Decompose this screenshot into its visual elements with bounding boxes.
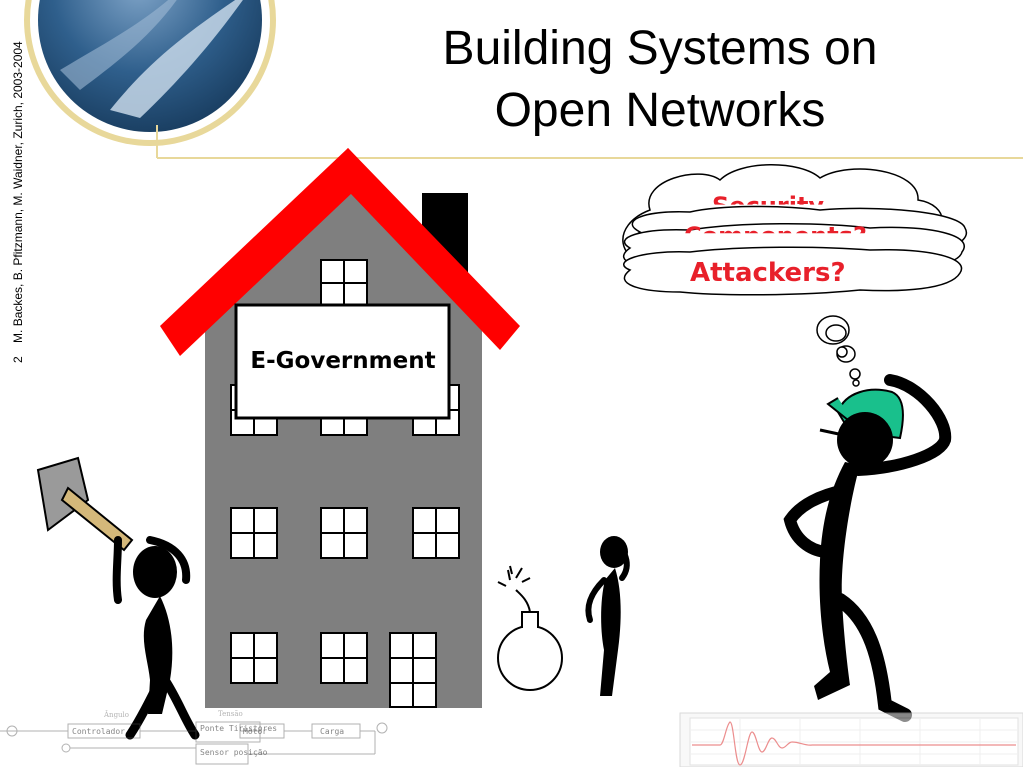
small-person-icon xyxy=(585,536,630,696)
cloud-text-attackers: Attackers? xyxy=(690,258,846,288)
diagram-labels: Controlador Ponte Tiristores Motor Carga… xyxy=(72,724,344,757)
diagram-label-ponte: Ponte Tiristores xyxy=(200,724,277,733)
page-number: 2 xyxy=(11,356,25,363)
svg-text:Ângulo: Ângulo xyxy=(103,710,129,719)
header-divider xyxy=(156,125,1023,159)
cloud-text-security: Security xyxy=(712,192,824,205)
person-with-hammer-icon xyxy=(36,456,200,740)
diagram-label-sensor: Sensor posição xyxy=(200,748,268,757)
control-diagram-fragment: Ângulo Tensão xyxy=(0,710,388,765)
vertical-footer: 2 M. Backes, B. Pfitzmann, M. Waidner, Z… xyxy=(11,0,27,363)
svg-text:Tensão: Tensão xyxy=(218,710,243,718)
e-government-label: E-Government xyxy=(250,348,436,374)
roof xyxy=(160,148,520,356)
waveform-thumbnail xyxy=(679,712,1023,767)
thought-cloud xyxy=(622,164,968,387)
bomb-icon xyxy=(497,565,563,691)
diagram-label-controlador: Controlador xyxy=(72,727,125,736)
logo-icon xyxy=(24,0,276,146)
footer-credit: M. Backes, B. Pfitzmann, M. Waidner, Zur… xyxy=(11,41,25,343)
slide-title-line-2: Open Networks xyxy=(494,84,826,137)
slide-title-line-1: Building Systems on xyxy=(442,22,878,75)
cloud-text-components: Components? xyxy=(684,222,867,233)
slide-title: Building Systems on Open Networks xyxy=(360,18,960,142)
e-government-sign xyxy=(234,303,451,420)
diagram-label-carga: Carga xyxy=(320,727,344,736)
house-illustration xyxy=(160,148,520,708)
diagram-label-motor: Motor xyxy=(243,727,267,736)
worker-person-icon xyxy=(783,374,952,722)
